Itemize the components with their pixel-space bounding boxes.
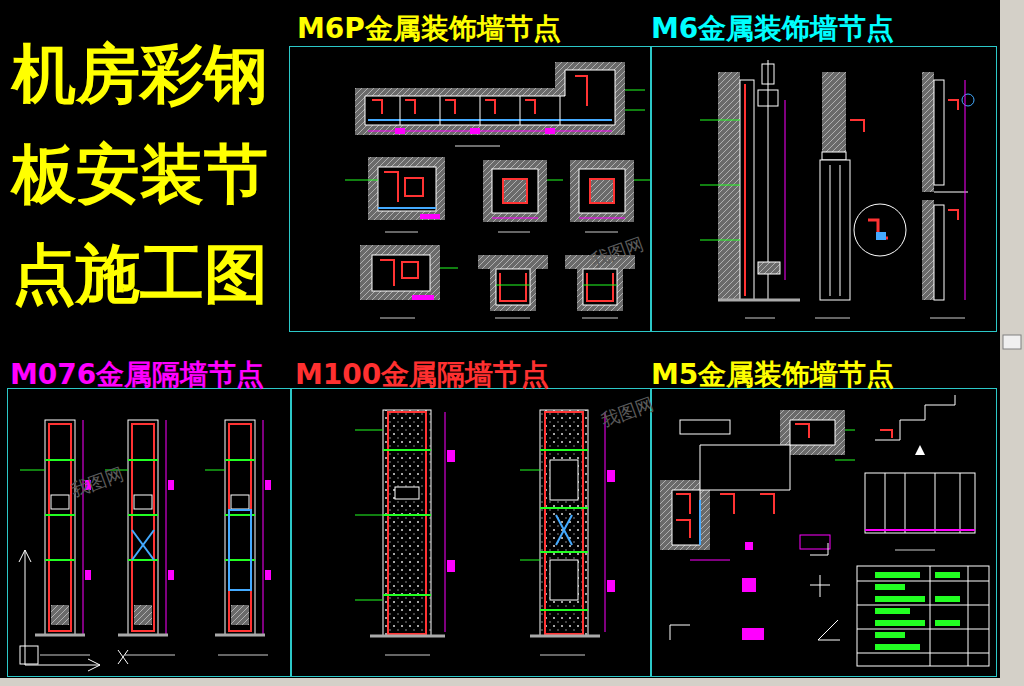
detail-panel: M6金属装饰墙节点	[651, 46, 997, 332]
panel-heading: M6金属装饰墙节点	[651, 13, 894, 45]
watermark: 我图网	[68, 461, 127, 502]
detail-panel: M5金属装饰墙节点	[651, 388, 997, 677]
panel-heading: M100金属隔墙节点	[295, 359, 549, 391]
diagram-title: 机房彩钢板安装节点施工图	[12, 24, 287, 324]
panel-heading: M5金属装饰墙节点	[651, 359, 894, 391]
panel-heading: M6P金属装饰墙节点	[297, 13, 561, 45]
watermark: 我图网	[598, 391, 657, 432]
detail-panel: M076金属隔墙节点	[7, 388, 291, 677]
detail-panel: M100金属隔墙节点	[291, 388, 651, 677]
panel-heading: M076金属隔墙节点	[10, 359, 264, 391]
detail-panel: M6P金属装饰墙节点	[289, 46, 651, 332]
